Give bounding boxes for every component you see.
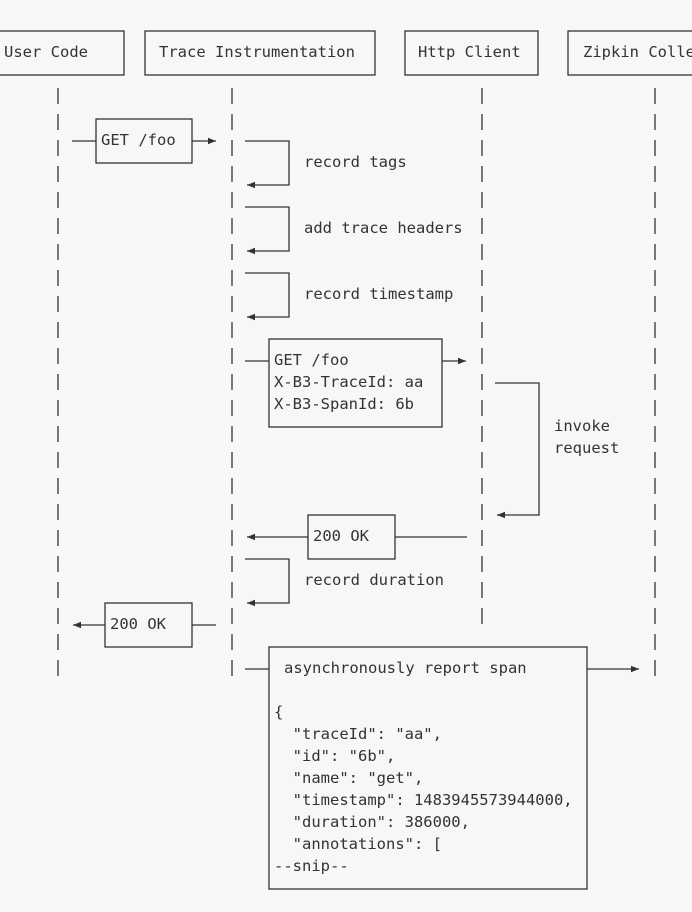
label-request-line-1: GET /foo (274, 351, 349, 369)
label-ok-http: 200 OK (313, 527, 369, 545)
box-report-span (268, 646, 588, 890)
json-line-4: "name": "get", (274, 769, 424, 787)
participant-label-zipkin: Zipkin Collector (583, 43, 692, 61)
label-ok-user: 200 OK (110, 615, 166, 633)
participant-box-zipkin (567, 30, 692, 76)
json-line-3: "id": "6b", (274, 747, 396, 765)
self-arrow-invoke-request (495, 382, 540, 519)
participant-label-http: Http Client (418, 43, 521, 61)
participant-label-trace: Trace Instrumentation (159, 43, 355, 61)
self-arrow-record-duration (245, 558, 290, 607)
participant-box-user (0, 30, 125, 76)
json-line-7: "annotations": [ (274, 835, 442, 853)
json-line-5: "timestamp": 1483945573944000, (274, 791, 573, 809)
label-get-foo: GET /foo (101, 131, 176, 149)
json-line-6: "duration": 386000, (274, 813, 470, 831)
box-request-headers (268, 338, 443, 428)
label-record-timestamp: record timestamp (304, 285, 454, 303)
label-record-tags: record tags (304, 153, 407, 171)
participant-box-trace (144, 30, 376, 76)
label-add-trace-headers: add trace headers (304, 219, 463, 237)
participant-label-user: User Code (4, 43, 88, 61)
json-line-2: "traceId": "aa", (274, 725, 442, 743)
label-report-span: asynchronously report span (284, 659, 527, 677)
json-line-8: --snip-- (274, 857, 349, 875)
self-arrow-add-trace-headers (245, 206, 290, 255)
participant-box-http (404, 30, 539, 76)
self-arrow-record-tags (245, 140, 290, 189)
label-invoke-line-1: invoke (554, 417, 610, 435)
label-request-line-2: X-B3-TraceId: aa (274, 373, 424, 391)
self-arrow-record-timestamp (245, 272, 290, 321)
json-line-1: { (274, 703, 284, 721)
label-request-line-3: X-B3-SpanId: 6b (274, 395, 414, 413)
label-invoke-line-2: request (554, 439, 620, 457)
label-record-duration: record duration (304, 571, 444, 589)
